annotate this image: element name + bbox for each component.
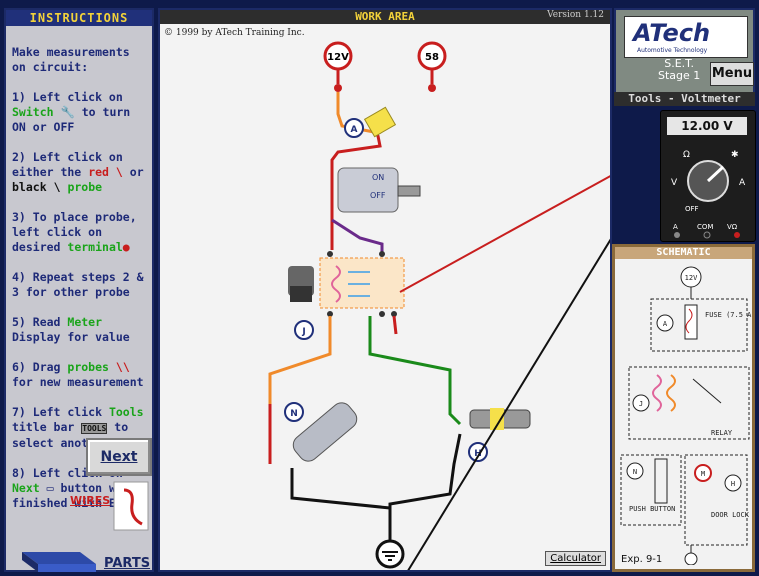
svg-text:H: H	[474, 449, 482, 459]
svg-text:OFF: OFF	[370, 191, 386, 200]
svg-text:Ω: Ω	[683, 150, 690, 160]
copyright: © 1999 by ATech Training Inc.	[164, 28, 305, 38]
connector-plug[interactable]: J	[288, 266, 314, 340]
instr-step1: 1) Left click on Switch 🔧 to turn ON or …	[12, 90, 131, 134]
svg-text:VΩ: VΩ	[727, 223, 738, 231]
door-lock-actuator[interactable]: H	[468, 408, 531, 462]
terminal-12v[interactable]: 12V	[323, 41, 353, 92]
work-area[interactable]: WORK AREA Version 1.12 © 1999 by ATech T…	[158, 8, 612, 572]
parts-box-icon	[22, 552, 96, 572]
voltmeter[interactable]: 12.00 V Ω ✱ V A OFF A COM VΩ	[660, 110, 756, 242]
instr-step5: 5) Read Meter Display for value	[12, 315, 130, 344]
probes-icon: \\	[115, 360, 130, 374]
menu-button[interactable]: Menu	[710, 62, 754, 86]
stage-label: S.E.T. Stage 1	[658, 57, 701, 82]
svg-text:A: A	[663, 320, 668, 328]
svg-text:COM: COM	[697, 223, 713, 231]
instr-step2: 2) Left click on either the red \ or bla…	[12, 150, 144, 194]
svg-text:RELAY: RELAY	[711, 429, 733, 437]
svg-text:A: A	[673, 223, 678, 231]
tools-title-bar[interactable]: Tools - Voltmeter	[614, 92, 755, 106]
svg-text:M: M	[701, 470, 705, 478]
instr-intro: Make measurements on circuit:	[12, 45, 130, 74]
wires-button[interactable]: WIRES	[70, 480, 152, 532]
switch-icon: 🔧	[60, 105, 75, 119]
circuit-canvas[interactable]: 12V 58 A ON OFF	[160, 24, 612, 572]
atech-logo: ATech Automotive Technology	[624, 16, 748, 58]
next-button[interactable]: Next	[86, 438, 152, 476]
terminal-icon: ●	[122, 240, 130, 254]
terminal-58[interactable]: 58	[417, 41, 447, 92]
work-area-title: WORK AREA Version 1.12	[160, 10, 610, 24]
brand-panel: ATech Automotive Technology S.E.T. Stage…	[614, 8, 755, 100]
svg-text:OFF: OFF	[685, 205, 699, 213]
meter-dial[interactable]: Ω ✱ V A OFF A COM VΩ	[661, 137, 755, 241]
instr-step6: 6) Drag probes \\ for new measurement	[12, 360, 144, 389]
switch-component[interactable]: ON OFF	[337, 167, 421, 213]
schematic-title: SCHEMATIC	[615, 247, 752, 259]
wires-label: WIRES	[70, 494, 111, 507]
red-probe-lead[interactable]	[399, 174, 612, 293]
svg-text:N: N	[633, 468, 637, 476]
schematic-panel: SCHEMATIC 12V A FUSE (7.5 A) J RELAY N P…	[612, 244, 755, 572]
push-button-component[interactable]: N	[284, 399, 361, 465]
instructions-panel: INSTRUCTIONS Make measurements on circui…	[4, 8, 154, 572]
red-probe-icon: \	[115, 165, 123, 179]
black-probe-icon: \	[53, 180, 61, 194]
ground-symbol[interactable]	[375, 539, 405, 569]
version-label: Version 1.12	[547, 10, 604, 20]
svg-text:ON: ON	[372, 173, 384, 182]
svg-text:H: H	[731, 480, 735, 488]
parts-button[interactable]: PARTS	[20, 542, 154, 574]
experiment-label: Exp. 9-1	[621, 554, 663, 565]
relay-component[interactable]	[319, 251, 405, 317]
svg-text:✱: ✱	[731, 150, 739, 160]
svg-text:A: A	[351, 125, 358, 135]
svg-text:12V: 12V	[685, 274, 698, 282]
next-mini-icon: ▭	[46, 481, 54, 495]
instr-step7: 7) Left click Tools title bar TOOLS to s…	[12, 405, 144, 450]
instructions-title: INSTRUCTIONS	[6, 10, 152, 26]
parts-label: PARTS	[104, 556, 151, 571]
svg-text:DOOR LOCK ACTUATOR: DOOR LOCK ACTUATOR	[711, 511, 752, 519]
svg-text:FUSE (7.5 A): FUSE (7.5 A)	[705, 311, 752, 319]
instr-step3: 3) To place probe, left click on desired…	[12, 210, 137, 254]
schematic-diagram: 12V A FUSE (7.5 A) J RELAY N PUSH BUTTON…	[620, 266, 752, 565]
instr-step4: 4) Repeat steps 2 & 3 for other probe	[12, 270, 144, 299]
svg-text:J: J	[301, 327, 305, 337]
wire-icon	[113, 481, 149, 531]
svg-text:N: N	[290, 409, 298, 419]
calculator-button[interactable]: Calculator	[545, 551, 606, 566]
svg-text:V: V	[671, 178, 678, 188]
meter-display: 12.00 V	[667, 117, 747, 135]
svg-text:J: J	[639, 400, 643, 408]
svg-text:A: A	[739, 178, 746, 188]
svg-text:PUSH BUTTON: PUSH BUTTON	[629, 505, 675, 513]
fuse-component[interactable]: A	[344, 106, 397, 138]
svg-text:58: 58	[425, 52, 439, 63]
svg-text:12V: 12V	[327, 52, 349, 63]
black-probe-lead[interactable]	[406, 234, 612, 572]
